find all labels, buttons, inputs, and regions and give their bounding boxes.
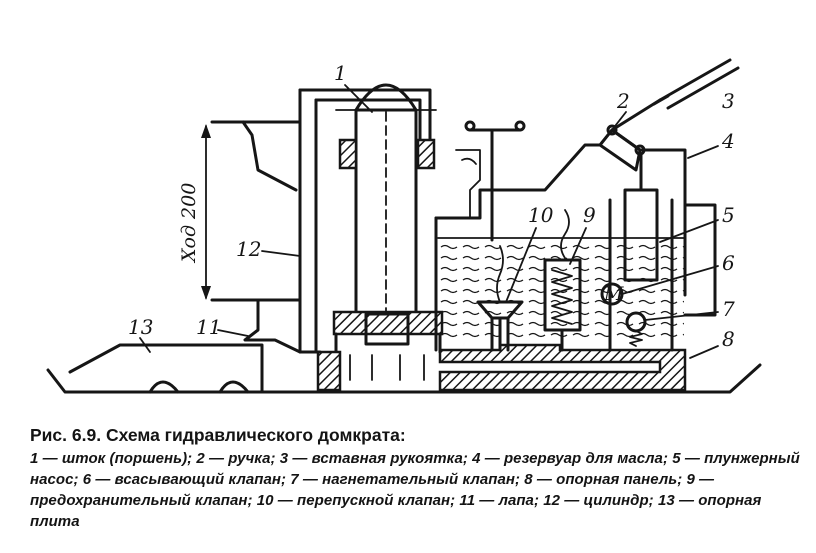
svg-text:M: M — [603, 283, 624, 305]
callout-4: 4 — [721, 129, 735, 153]
cylinder — [298, 88, 432, 354]
base-plate — [68, 343, 264, 394]
caption-legend-text: 1 — шток (поршень); 2 — ручка; 3 — встав… — [30, 450, 800, 530]
caption-title: Рис. 6.9. Схема гидравлического домкрата… — [30, 425, 406, 445]
lever-socket — [652, 58, 740, 110]
piston-rod — [332, 83, 444, 381]
callout-10: 10 — [528, 203, 554, 227]
bypass-valve — [476, 245, 524, 352]
discharge-valve — [625, 311, 647, 347]
base-panel — [316, 343, 687, 392]
hydraulic-jack-diagram: Ход 200 — [46, 58, 762, 394]
ground-line — [46, 363, 762, 394]
plunger-pump — [608, 153, 674, 352]
callout-2: 2 — [616, 89, 630, 113]
pump-handle — [598, 98, 662, 172]
callout-13: 13 — [128, 315, 153, 339]
figure-caption: Рис. 6.9. Схема гидравлического домкрата… — [30, 424, 800, 532]
release-valve-stem — [455, 120, 526, 242]
callout-7: 7 — [722, 297, 735, 321]
diagram-canvas: Ход 200 — [46, 58, 762, 394]
callout-5: 5 — [722, 203, 735, 227]
callout-1: 1 — [334, 61, 347, 85]
callout-3: 3 — [722, 89, 735, 113]
stroke-dimension: Ход 200 — [178, 124, 211, 300]
suction-valve: M — [600, 282, 624, 306]
safety-valve — [543, 209, 582, 352]
callout-8: 8 — [722, 327, 735, 351]
callouts: 1 2 3 4 5 6 7 8 9 10 11 12 13 — [128, 61, 735, 359]
callout-12: 12 — [236, 237, 261, 261]
callout-9: 9 — [583, 203, 596, 227]
stroke-label: Ход 200 — [178, 183, 200, 264]
callout-11: 11 — [196, 315, 221, 339]
callout-6: 6 — [722, 251, 735, 275]
